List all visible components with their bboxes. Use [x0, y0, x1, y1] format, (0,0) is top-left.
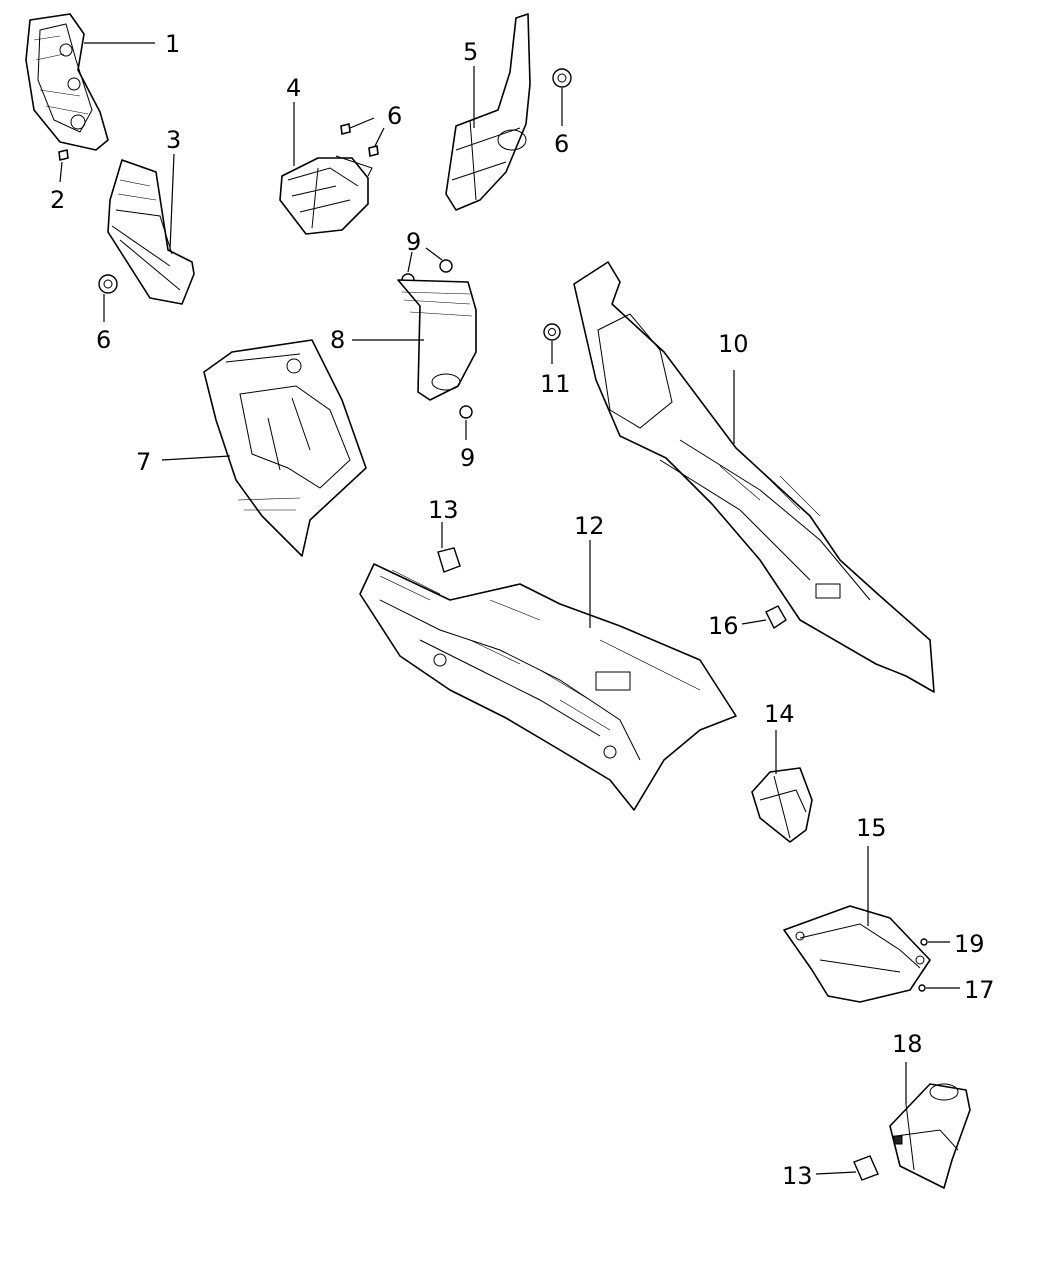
callout-10: 10: [718, 330, 749, 358]
callout-7: 7: [136, 448, 151, 476]
part-6-nut-right: [552, 68, 572, 88]
callout-4: 4: [286, 74, 301, 102]
part-13-nut-upper: [437, 547, 461, 573]
part-4-shield: [279, 155, 373, 235]
part-10-heat-shield: [573, 261, 935, 693]
callout-2: 2: [50, 186, 65, 214]
callout-13b: 13: [782, 1162, 813, 1190]
callout-13a: 13: [428, 496, 459, 524]
part-5-heat-shield: [445, 13, 531, 211]
callout-14: 14: [764, 700, 795, 728]
callout-6c: 6: [554, 130, 569, 158]
callout-11: 11: [540, 370, 571, 398]
leader-2: [59, 161, 63, 183]
part-6-nut-left: [98, 274, 118, 294]
part-6-bolts-middle: [340, 123, 379, 157]
callout-1: 1: [165, 30, 180, 58]
leader-9a-2: [425, 247, 443, 261]
leader-6b-2: [374, 127, 385, 147]
part-19-bolt: [920, 938, 928, 946]
leader-6b-1: [349, 117, 375, 129]
leader-3: [169, 153, 175, 251]
callout-19: 19: [954, 930, 985, 958]
callout-8: 8: [330, 326, 345, 354]
part-15-heat-shield: [783, 905, 931, 1003]
part-11-nut: [543, 323, 561, 341]
leader-13b: [815, 1171, 857, 1175]
part-13-nut-lower: [853, 1155, 879, 1181]
callout-9b: 9: [460, 444, 475, 472]
callout-3: 3: [166, 126, 181, 154]
callout-18: 18: [892, 1030, 923, 1058]
callout-5: 5: [463, 38, 478, 66]
part-1-heat-shield: [25, 13, 109, 151]
leader-16: [741, 619, 767, 625]
callout-12: 12: [574, 512, 605, 540]
part-7-heat-shield: [203, 339, 367, 557]
callout-6a: 6: [96, 326, 111, 354]
leader-9a: [407, 251, 413, 273]
part-2-bolt: [58, 149, 69, 161]
part-16-nut: [765, 605, 787, 630]
callout-6b: 6: [387, 102, 402, 130]
part-18-heat-shield: [889, 1083, 971, 1189]
part-17-bolt: [918, 984, 926, 992]
part-12-heat-shield: [359, 563, 737, 811]
callout-17: 17: [964, 976, 995, 1004]
callout-9a: 9: [406, 228, 421, 256]
part-8-heat-shield: [397, 279, 477, 401]
leader-7: [161, 455, 231, 461]
callout-16: 16: [708, 612, 739, 640]
part-3-heat-shield: [107, 159, 195, 305]
callout-15: 15: [856, 814, 887, 842]
part-14-heat-shield: [751, 767, 813, 843]
